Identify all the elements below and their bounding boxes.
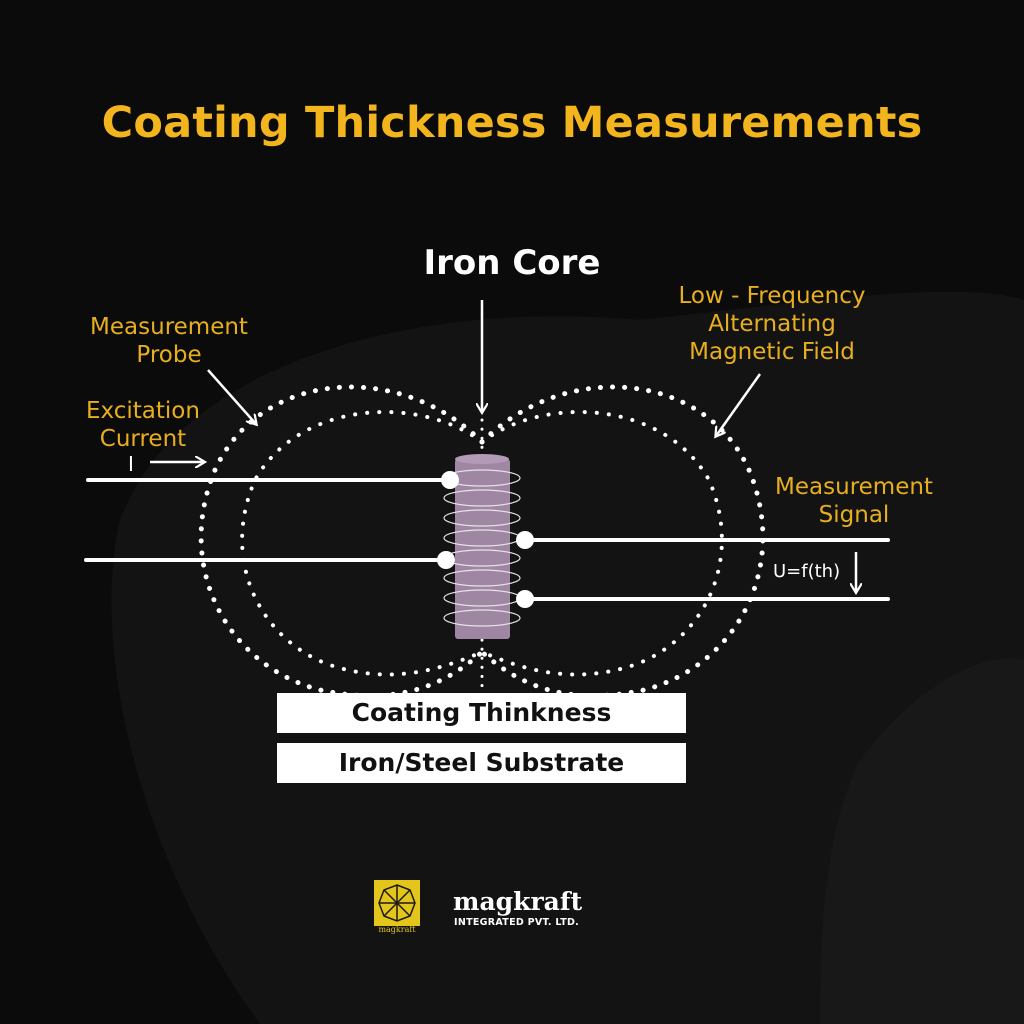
lead-wires [84,478,890,601]
logo-mark [374,880,420,926]
logo-mini-text: magkraft [378,925,416,934]
signal-formula: U=f(th) [773,561,841,582]
wire-terminals [437,471,534,608]
field-label-line1: Low - Frequency [678,283,866,309]
field-label-line2: Alternating [708,311,836,337]
logo-subtitle: INTEGRATED PVT. LTD. [454,917,580,928]
signal-label-line2: Signal [818,502,890,528]
excitation-label-line2: Current [99,426,187,452]
field-label-line3: Magnetic Field [689,339,855,365]
probe-label-line2: Probe [136,342,202,368]
excitation-current-label: Excitation Current [72,397,214,453]
probe-arrow [207,369,256,424]
field-arrow [716,373,762,436]
measurement-probe-label: Measurement Probe [70,313,268,369]
signal-label-line1: Measurement [775,474,933,500]
arrows [150,300,856,592]
measurement-signal-label: Measurement Signal [760,473,948,529]
coating-layer: Coating Thinkness [277,693,686,733]
logo-name: magkraft [453,887,583,916]
substrate-layer: Iron/Steel Substrate [277,743,686,783]
probe-label-line1: Measurement [90,314,248,340]
page-title: Coating Thickness Measurements [101,98,923,148]
current-symbol: I [128,452,134,476]
iron-core-label: Iron Core [423,243,601,283]
magnetic-field-label: Low - Frequency Alternating Magnetic Fie… [652,282,892,366]
excitation-label-line1: Excitation [86,398,200,424]
iron-core [455,454,510,639]
